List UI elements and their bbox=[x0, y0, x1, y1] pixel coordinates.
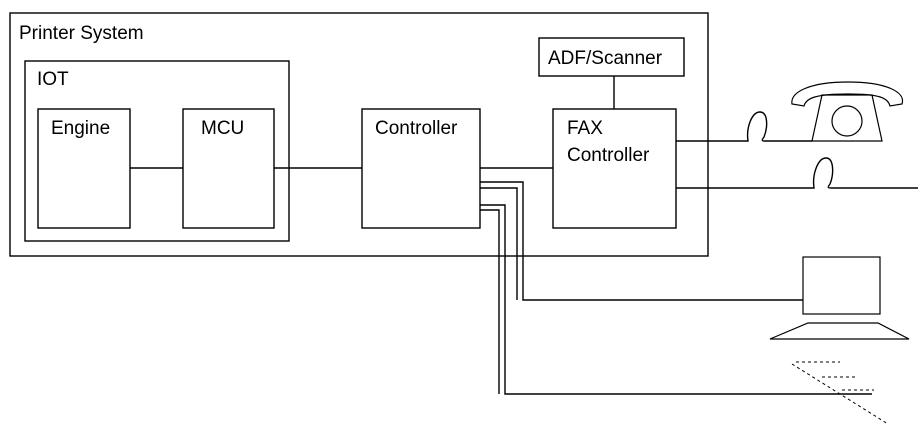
engine-label: Engine bbox=[51, 118, 110, 139]
mcu-label: MCU bbox=[201, 118, 244, 139]
controller-box bbox=[361, 108, 481, 229]
fax-external-line bbox=[676, 157, 918, 189]
mcu-box bbox=[182, 108, 275, 229]
controller-network-cable bbox=[480, 204, 872, 395]
telephone-icon bbox=[791, 81, 904, 142]
controller-label: Controller bbox=[375, 118, 458, 139]
controller-network-cable-inner bbox=[480, 209, 500, 394]
iot-label: IOT bbox=[37, 69, 69, 90]
controller-computer-cable bbox=[480, 181, 803, 301]
fax-label: FAX bbox=[567, 118, 603, 139]
fax-controller-label: Controller bbox=[567, 145, 650, 166]
adf-scanner-label: ADF/Scanner bbox=[548, 48, 663, 69]
controller-computer-cable-inner bbox=[480, 187, 518, 300]
engine-box bbox=[37, 108, 131, 229]
network-dashed-lines bbox=[791, 361, 889, 425]
fax-controller-box bbox=[552, 108, 677, 229]
printer-system-label: Printer System bbox=[19, 23, 144, 44]
adf-scanner-box bbox=[538, 37, 685, 77]
fax-telephone-line bbox=[676, 111, 812, 142]
computer-icon bbox=[769, 256, 910, 340]
